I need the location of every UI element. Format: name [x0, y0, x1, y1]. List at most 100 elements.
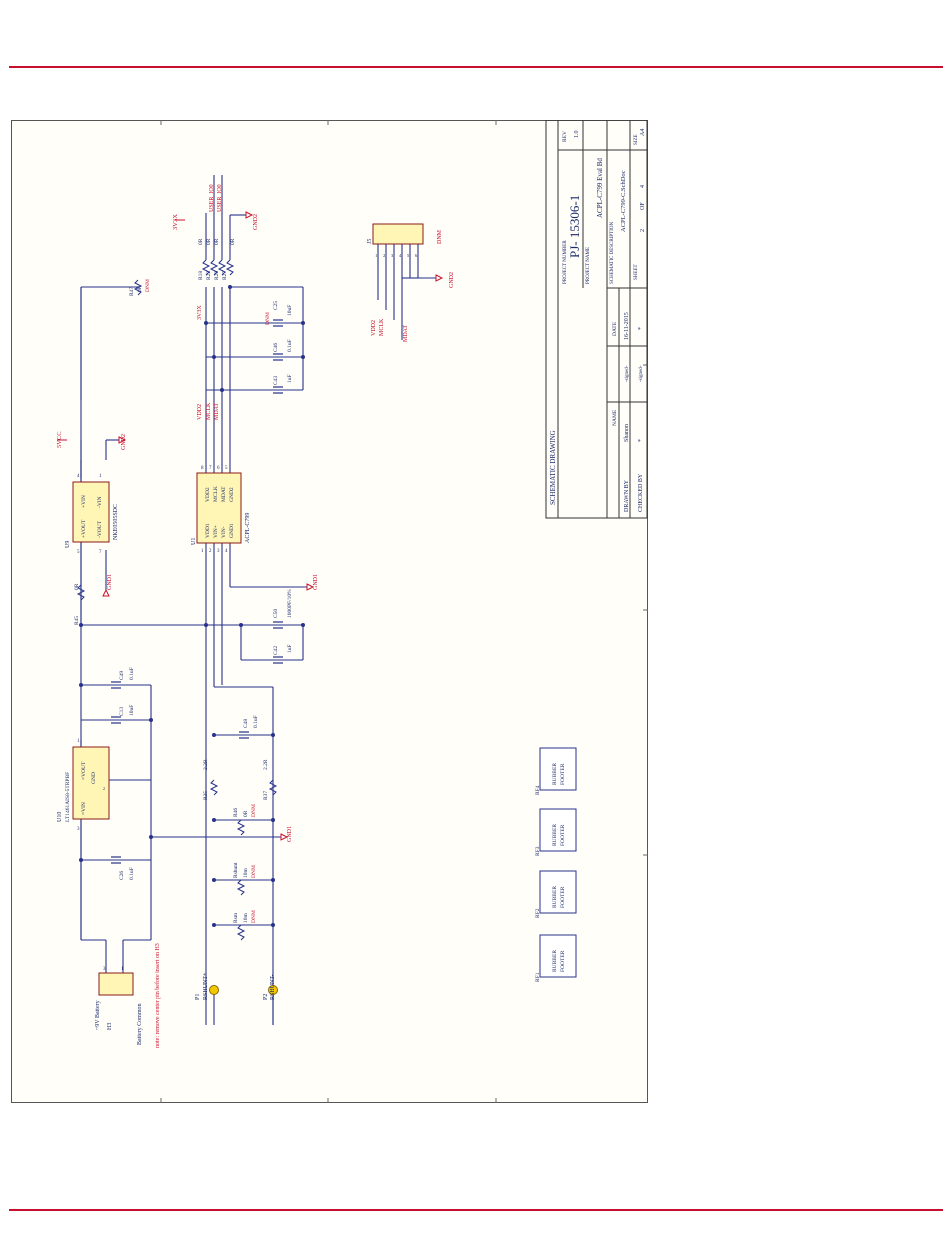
size-value: A4	[640, 129, 646, 136]
p1-net: RSHUNT+	[203, 972, 209, 1000]
c13-ref: C13	[119, 707, 125, 716]
u9-pin-nvout: -VOUT	[97, 520, 103, 538]
h3-pin-1: 1	[121, 967, 124, 972]
rf4-ref: RF4	[535, 785, 541, 795]
power-symbols	[57, 211, 444, 841]
u1-pin-mdat: MDAT	[221, 486, 227, 502]
sheet-value: 2	[640, 229, 646, 232]
h3-ref: H3	[107, 1023, 113, 1030]
rf4-text2: FOOTER	[560, 763, 566, 785]
rf1-text2: FOOTER	[560, 950, 566, 972]
r20-value: 0R	[214, 238, 220, 245]
rshunt-value: 10m	[243, 868, 249, 879]
j5-pin-4: 4	[399, 253, 402, 258]
p1-ref: P1	[195, 994, 201, 1000]
rubber-footer-rf2[interactable]: RF2 RUBBER FOOTER	[535, 870, 577, 918]
net-user-io0: USER_IO0	[209, 184, 215, 212]
net-3v3x: 3V3X	[172, 214, 179, 230]
r35-ref: R35	[203, 791, 209, 800]
net-vdd2: VDD2	[197, 404, 203, 420]
rsm-value: 10m	[243, 913, 249, 924]
c43-ref: C43	[273, 376, 279, 385]
rubber-footer-rf1[interactable]: RF1 RUBBER FOOTER	[535, 934, 577, 982]
p2-test-point[interactable]: P2 RSHUNT-	[263, 975, 278, 1025]
project-name: ACPL-C799 Eval Bd	[596, 158, 604, 218]
u1-pin-num-3: 3	[217, 549, 220, 554]
net-gnd1-u9: GND1	[107, 574, 113, 590]
u10-pin-num-1: 1	[77, 739, 80, 744]
c50-ref: C50	[273, 609, 279, 618]
c50-value: 1000PF/10%	[287, 589, 293, 618]
sheet-label: SHEET	[634, 264, 639, 280]
h3-battery-connector[interactable]: H3 ~9V Battery Battery Common 1 3	[95, 967, 143, 1045]
c25-dnm: DNM	[265, 312, 271, 325]
rsm-ref: Rsm	[233, 912, 239, 923]
r47-dnm: DNM	[145, 279, 151, 292]
u1-pin-num-8: 8	[201, 466, 204, 471]
net-gnd2-top: GND2	[253, 214, 259, 230]
h3-label-common: Battery Common	[137, 1004, 143, 1046]
title-heading: SCHEMATIC DRAWING	[549, 430, 557, 505]
u9-pin-pvout: +VOUT	[81, 519, 87, 538]
net-mclk-j5: MCLK	[379, 318, 385, 336]
bottom-rule	[9, 1209, 943, 1211]
h3-pin-3: 3	[103, 967, 106, 972]
project-name-label: PROJECT NAME	[586, 247, 591, 284]
u9-part: NKE0505SDC	[113, 504, 119, 540]
u9-pin-num-1: 1	[99, 474, 102, 479]
r22-value: 0R	[206, 238, 212, 245]
size-label: SIZE	[634, 134, 639, 145]
resistor-symbols	[76, 259, 278, 941]
u1-pin-num-2: 2	[209, 549, 212, 554]
h3-note: note: remove center pin before insert on…	[154, 943, 161, 1048]
rshunt-ref: Rshunt	[233, 862, 239, 878]
u1-pin-vdd1: VDD1	[205, 523, 211, 538]
r27-value: 0R	[230, 238, 236, 245]
u1-pin-vdd2: VDD2	[205, 487, 211, 502]
rf3-ref: RF3	[535, 846, 541, 856]
checked-by-name: *	[638, 439, 644, 442]
date-label: DATE	[612, 321, 618, 336]
rev-value: 1.0	[574, 131, 580, 139]
p1-test-point[interactable]: P1 RSHUNT+	[195, 972, 219, 1025]
name-label: NAME	[612, 409, 618, 426]
u1-pin-num-1: 1	[201, 549, 204, 554]
u1-pin-vinn: VIN-	[221, 526, 227, 538]
j5-dnm: DNM	[437, 229, 443, 244]
u1-pin-num-7: 7	[209, 466, 212, 471]
title-block: SCHEMATIC DRAWING PROJECT NUMBER PJ- 153…	[545, 120, 648, 519]
j5-header[interactable]: J5 DNM 1 2 3 4 5 6	[367, 223, 443, 260]
r45-value: 0R	[74, 583, 80, 590]
c46-value: 0.1uF	[287, 339, 293, 352]
r35-value: 2.2R	[203, 759, 209, 770]
p2-ref: P2	[263, 994, 269, 1000]
u1-ic[interactable]: U1 ACPL-C799 VDD1 VIN+ VIN- GND1 VDD2 MC…	[191, 466, 251, 554]
checked-by-date: *	[638, 327, 644, 330]
u9-dcdc[interactable]: U9 NKE0505SDC +VOUT +VIN -VOUT -VIN 5 7 …	[65, 474, 119, 555]
top-rule	[9, 66, 943, 68]
checked-by-label: CHECKED BY	[638, 473, 644, 512]
u10-reference[interactable]: U10 LT1461AIS8-5TRPBF =VIN =VOUT GND 3 1…	[57, 739, 110, 832]
j5-pin-2: 2	[383, 253, 385, 258]
c46-ref: C46	[273, 343, 279, 352]
rsm-dnm: DNM	[251, 910, 257, 923]
net-mdat: MDAT	[214, 403, 220, 420]
c42-value: 1uF	[287, 644, 293, 653]
u1-pin-gnd1: GND1	[229, 523, 235, 538]
r18-ref: R18	[198, 271, 204, 280]
j5-pin-6: 6	[415, 253, 418, 258]
r18-value: 0R	[198, 238, 204, 245]
net-labels: 3V3X USER_IO0 USER_IO0 GND2 GND2 GND2 GN…	[56, 184, 455, 842]
rubber-footer-rf3[interactable]: RF3 RUBBER FOOTER	[535, 808, 577, 856]
drawn-by-label: DRAWN BY	[624, 479, 630, 512]
rf1-text1: RUBBER	[552, 950, 558, 972]
u10-pin-gnd: GND	[91, 772, 97, 784]
u10-pin-vin: =VIN	[81, 802, 87, 815]
u9-pin-nvin: -VIN	[97, 496, 103, 508]
c25-value: 10uF	[287, 305, 293, 316]
resistor-labels: R47 0R DNM R18 0R R22 0R R20 0R R27 0R R…	[74, 238, 269, 923]
net-mclk: MCLK	[206, 402, 212, 420]
junctions	[79, 285, 305, 927]
rubber-footer-rf4[interactable]: RF4 RUBBER FOOTER	[535, 747, 577, 795]
u10-part: LT1461AIS8-5TRPBF	[65, 772, 71, 822]
